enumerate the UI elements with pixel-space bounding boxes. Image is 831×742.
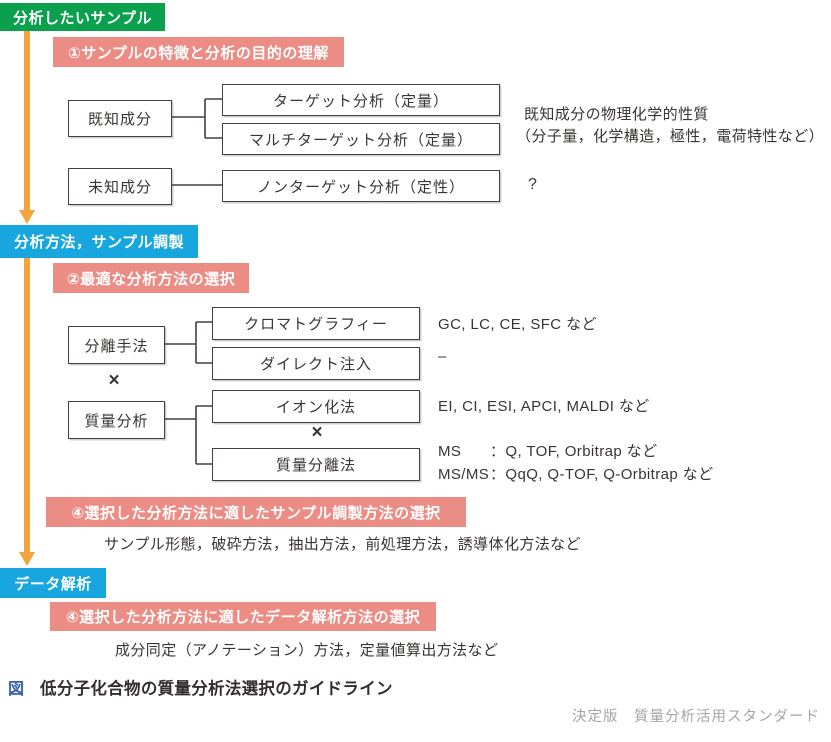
box-known-components: 既知成分 (68, 100, 172, 137)
note-direct-injection-dash: – (438, 348, 447, 365)
connector-separation-branch (163, 321, 212, 364)
note-known-properties-line1: 既知成分の物理化学的性質 (524, 106, 709, 123)
note-known-properties-line2: （分子量，化学構造，極性，電荷特性など） (516, 128, 825, 145)
stage-sample-label: 分析したいサンプル (0, 3, 165, 31)
flow-arrow-head-1-icon (19, 210, 35, 224)
ms-label: MS (438, 443, 462, 460)
connector-known-branch (170, 98, 222, 139)
step-1-banner: ①サンプルの特徴と分析の目的の理解 (53, 37, 344, 67)
box-target-analysis: ターゲット分析（定量） (222, 84, 500, 116)
note-mass-analyzer-examples: MS ：Q, TOF, Orbitrap など MS/MS：QqQ, Q-TOF,… (438, 440, 713, 486)
box-mass-spectrometry: 質量分析 (68, 401, 165, 439)
note-sample-prep-examples: サンプル形態，破砕方法，抽出方法，前処理方法，誘導体化方法など (104, 536, 581, 553)
note-msms-row: MS/MS：QqQ, Q-TOF, Q-Orbitrap など (438, 463, 713, 486)
box-separation-method: 分離手法 (68, 326, 165, 364)
note-chromatography-examples: GC, LC, CE, SFC など (438, 316, 597, 333)
box-unknown-components: 未知成分 (68, 168, 172, 205)
step-3-banner: ④選択した分析方法に適したサンプル調製方法の選択 (46, 497, 466, 527)
figure-caption-title: 低分子化合物の質量分析法選択のガイドライン (40, 680, 393, 698)
ms-value: ：Q, TOF, Orbitrap など (490, 443, 658, 460)
box-mass-separation-method: 質量分離法 (212, 448, 420, 481)
flow-arrow-head-2-icon (19, 552, 35, 566)
note-unknown-question: ? (528, 176, 538, 193)
note-data-analysis-examples: 成分同定（アノテーション）方法，定量値算出方法など (115, 642, 499, 659)
box-ionization-method: イオン化法 (212, 390, 420, 423)
box-nontarget-analysis: ノンターゲット分析（定性） (222, 170, 500, 202)
note-ionization-examples: EI, CI, ESI, APCI, MALDI など (438, 398, 650, 415)
figure-caption: 図 低分子化合物の質量分析法選択のガイドライン (8, 675, 393, 699)
times-operator-1: × (108, 370, 120, 391)
note-ms-row: MS ：Q, TOF, Orbitrap など (438, 440, 713, 463)
step-4-banner: ④選択した分析方法に適したデータ解析方法の選択 (50, 602, 436, 631)
step-2-banner: ②最適な分析方法の選択 (53, 263, 249, 293)
figure-caption-prefix: 図 (8, 681, 25, 698)
msms-value: ：QqQ, Q-TOF, Q-Orbitrap など (490, 466, 714, 483)
times-operator-2: × (311, 422, 323, 443)
connector-ms-branch (163, 405, 212, 465)
box-direct-injection: ダイレクト注入 (212, 347, 420, 380)
stage-method-label: 分析方法，サンプル調製 (0, 225, 198, 258)
book-watermark: 決定版 質量分析活用スタンダード (572, 709, 820, 725)
box-multitarget-analysis: マルチターゲット分析（定量） (222, 123, 500, 155)
stage-data-analysis-label: データ解析 (0, 568, 106, 598)
box-chromatography: クロマトグラフィー (212, 307, 420, 340)
msms-label: MS/MS (438, 466, 490, 483)
